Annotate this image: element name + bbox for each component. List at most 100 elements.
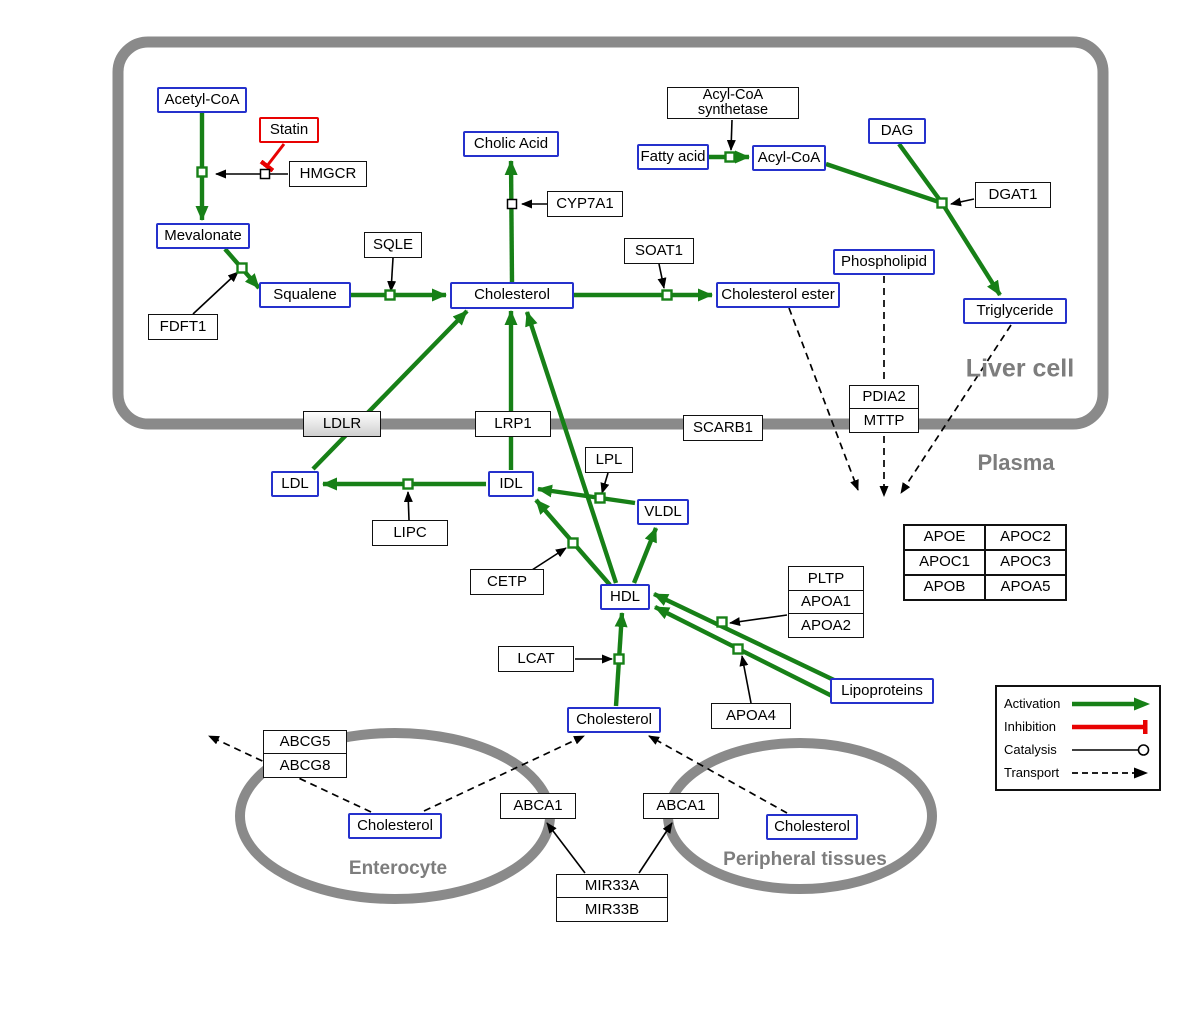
node-pdia2-mttp-row-1[interactable]: MTTP [849, 408, 919, 434]
node-fatty-acid[interactable]: Fatty acid [637, 144, 709, 170]
reaction-node-2 [384, 289, 396, 301]
node-lcat[interactable]: LCAT [498, 646, 574, 672]
edge-activation-14 [631, 527, 659, 584]
edge-activation-17 [654, 605, 843, 703]
node-phospholipid[interactable]: Phospholipid [833, 249, 935, 275]
node-lipoproteins[interactable]: Lipoproteins [830, 678, 934, 704]
legend-item-catalysis: Catalysis [1004, 742, 1152, 758]
node-triglyceride[interactable]: Triglyceride [963, 298, 1067, 324]
edge-activation-9 [311, 309, 469, 471]
node-soat1[interactable]: SOAT1 [624, 238, 694, 264]
edge-activation-13 [537, 484, 636, 506]
edge-catalysis-30 [739, 655, 752, 704]
node-apoa4[interactable]: APOA4 [711, 703, 791, 729]
inhibition-tee-icon [1072, 719, 1148, 734]
node-cholesterol-ester[interactable]: Cholesterol ester [716, 282, 840, 308]
edge-activation-7 [897, 142, 944, 205]
edge-catalysis-25 [950, 197, 975, 207]
node-cholesterol-enterocyte[interactable]: Cholesterol [348, 813, 442, 839]
node-abca1-left[interactable]: ABCA1 [500, 793, 576, 819]
node-cholic-acid[interactable]: Cholic Acid [463, 131, 559, 157]
node-mir33a-mir33b-row-1[interactable]: MIR33B [556, 897, 668, 923]
edge-catalysis-28 [531, 547, 567, 571]
node-cholesterol-peripheral[interactable]: Cholesterol [766, 814, 858, 840]
node-hdl[interactable]: HDL [600, 584, 650, 610]
node-apo-table-cell-1-0[interactable]: APOC1 [904, 549, 985, 575]
edge-catalysis-21 [387, 257, 397, 292]
node-apo-table-cell-0-1[interactable]: APOC2 [985, 524, 1066, 550]
legend-inhibition-label: Inhibition [1004, 719, 1057, 734]
node-statin[interactable]: Statin [259, 117, 319, 143]
reaction-node-0 [196, 166, 208, 178]
legend-item-transport: Transport [1004, 765, 1152, 781]
node-sqle[interactable]: SQLE [364, 232, 422, 258]
node-dgat1[interactable]: DGAT1 [975, 182, 1051, 208]
liver-cell-compartment [112, 36, 1109, 430]
node-pltp-apoa1-apoa2-row-0[interactable]: PLTP [788, 566, 864, 592]
enterocyte-label: Enterocyte [348, 858, 448, 879]
legend: Activation Inhibition Catalysis Transpor… [995, 685, 1161, 791]
node-squalene[interactable]: Squalene [259, 282, 351, 308]
node-lipc[interactable]: LIPC [372, 520, 448, 546]
node-cholesterol-plasma[interactable]: Cholesterol [567, 707, 661, 733]
legend-item-activation: Activation [1004, 696, 1152, 712]
edge-transport-40 [423, 735, 585, 812]
node-hmgcr[interactable]: HMGCR [289, 161, 367, 187]
edge-transport-35 [788, 307, 859, 491]
reaction-node-7 [594, 492, 606, 504]
node-pdia2-mttp-row-0[interactable]: PDIA2 [849, 384, 919, 410]
node-acyl-coa-synthetase[interactable]: Acyl-CoA synthetase [667, 87, 799, 119]
plasma-label: Plasma [977, 450, 1055, 475]
reaction-node-4 [724, 151, 736, 163]
edge-catalysis-26 [403, 491, 413, 521]
edge-catalysis-20 [192, 271, 239, 315]
reaction-node-13 [506, 198, 518, 210]
edge-catalysis-24 [726, 119, 736, 151]
node-fdft1[interactable]: FDFT1 [148, 314, 218, 340]
reaction-nodes-layer [196, 151, 948, 665]
node-abca1-right[interactable]: ABCA1 [643, 793, 719, 819]
node-lrp1[interactable]: LRP1 [475, 411, 551, 437]
edge-catalysis-27 [600, 472, 610, 494]
edge-activation-16 [653, 592, 837, 683]
node-vldl[interactable]: VLDL [637, 499, 689, 525]
node-pltp-apoa1-apoa2-row-1[interactable]: APOA1 [788, 589, 864, 615]
node-ldlr[interactable]: LDLR [303, 411, 381, 437]
node-abcg5-abcg8-row-0[interactable]: ABCG5 [263, 729, 347, 755]
node-apo-table-cell-2-1[interactable]: APOA5 [985, 574, 1066, 600]
node-mevalonate[interactable]: Mevalonate [156, 223, 250, 249]
node-cyp7a1[interactable]: CYP7A1 [547, 191, 623, 217]
edge-activation-8 [940, 201, 1002, 297]
node-cetp[interactable]: CETP [470, 569, 544, 595]
reaction-node-1 [236, 262, 248, 274]
reaction-node-6 [402, 478, 414, 490]
node-apo-table-cell-1-1[interactable]: APOC3 [985, 549, 1066, 575]
node-cholesterol-liver[interactable]: Cholesterol [450, 281, 574, 309]
node-abcg5-abcg8-row-1[interactable]: ABCG8 [263, 753, 347, 779]
edge-catalysis-23 [657, 263, 667, 289]
edge-catalysis-32 [546, 822, 586, 874]
node-acyl-coa[interactable]: Acyl-CoA [752, 145, 826, 171]
node-apo-table-cell-2-0[interactable]: APOB [904, 574, 985, 600]
node-ldl[interactable]: LDL [271, 471, 319, 497]
node-apo-table-cell-0-0[interactable]: APOE [904, 524, 985, 550]
node-idl[interactable]: IDL [488, 471, 534, 497]
node-scarb1[interactable]: SCARB1 [683, 415, 763, 441]
edge-catalysis-33 [638, 822, 673, 874]
reaction-node-10 [732, 643, 744, 655]
edge-activation-6 [825, 161, 943, 206]
edge-inhibition-34 [259, 143, 286, 173]
node-pltp-apoa1-apoa2-row-2[interactable]: APOA2 [788, 612, 864, 638]
node-acetyl-coa[interactable]: Acetyl-CoA [157, 87, 247, 113]
node-lpl[interactable]: LPL [585, 447, 633, 473]
node-dag[interactable]: DAG [868, 118, 926, 144]
liver-cell-label: Liver cell [965, 354, 1075, 383]
reaction-node-11 [613, 653, 625, 665]
node-mir33a-mir33b-row-0[interactable]: MIR33A [556, 873, 668, 899]
